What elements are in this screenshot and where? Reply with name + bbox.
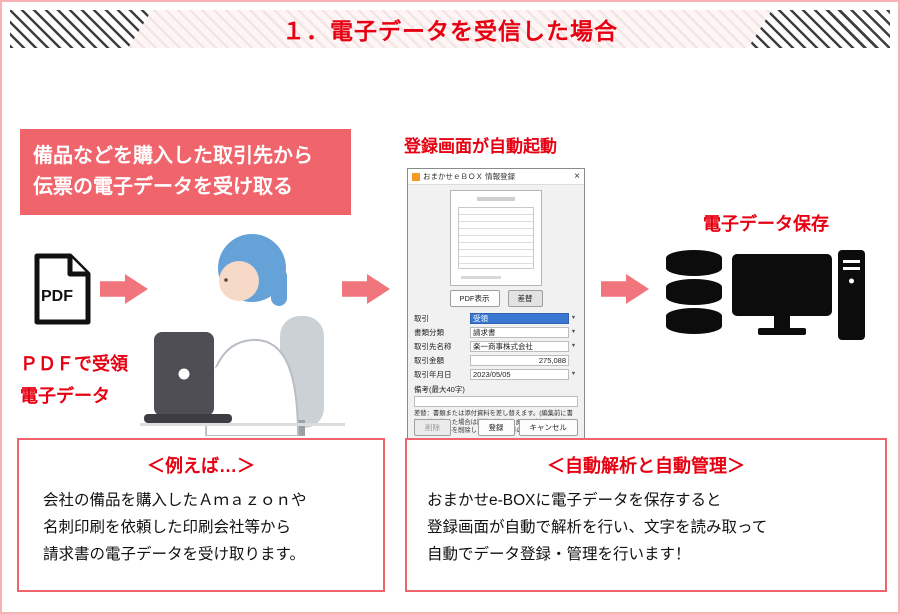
field-label: 書類分類 xyxy=(414,327,444,337)
field-row-transaction: 取引 受領 ▼ xyxy=(414,311,578,325)
field-row-date: 取引年月日 2023/05/05 ▼ xyxy=(414,367,578,381)
dialog-form: 取引 受領 ▼ 書類分類 請求書 ▼ 取引先名称 楽一商事株式会社 ▼ 取引金額… xyxy=(408,311,584,381)
field-label: 取引金額 xyxy=(414,355,444,365)
cancel-button[interactable]: キャンセル xyxy=(518,419,578,436)
database-icon xyxy=(666,250,722,334)
auto-box-text: おまかせe-BOXに電子データを保存すると 登録画面が自動で解析を行い、文字を読… xyxy=(427,487,885,568)
preview-button-row: PDF表示 差替 xyxy=(408,290,584,307)
chevron-down-icon[interactable]: ▼ xyxy=(570,315,577,321)
intro-callout: 備品などを購入した取引先から 伝票の電子データを受け取る xyxy=(20,129,351,215)
arrow-right-icon xyxy=(342,274,390,304)
field-row-amount: 取引金額 275,088 xyxy=(414,353,578,367)
dialog-actions: 削除 登録 キャンセル xyxy=(414,419,578,436)
chevron-down-icon[interactable]: ▼ xyxy=(570,371,577,377)
monitor-icon xyxy=(732,254,832,335)
example-box: ＜例えば…＞ 会社の備品を購入したＡｍａｚｏｎや 名刺印刷を依頼した印刷会社等か… xyxy=(17,438,385,592)
memo-input[interactable] xyxy=(414,396,578,407)
example-box-text: 会社の備品を購入したＡｍａｚｏｎや 名刺印刷を依頼した印刷会社等から 請求書の電… xyxy=(43,487,383,568)
auto-line-1: おまかせe-BOXに電子データを保存すると xyxy=(427,492,722,509)
chevron-down-icon[interactable]: ▼ xyxy=(570,329,577,335)
register-button[interactable]: 登録 xyxy=(477,419,515,436)
field-row-partner: 取引先名称 楽一商事株式会社 ▼ xyxy=(414,339,578,353)
field-label: 取引 xyxy=(414,313,429,323)
dialog-titlebar: おまかせｅＢＯＸ 情報登録 × xyxy=(408,169,584,185)
preview-title-line xyxy=(477,197,515,201)
data-save-label: 電子データ保存 xyxy=(703,214,829,234)
preview-footer-line xyxy=(461,276,501,279)
transaction-select[interactable]: 受領 xyxy=(470,312,569,324)
auto-box-title: ＜自動解析と自動管理＞ xyxy=(547,456,745,476)
preview-table xyxy=(458,207,534,269)
note-line-1: 差替：書類または添付資料を差し替えます。(編集前に書類を差し替えた場合は版数が変… xyxy=(414,410,573,426)
auto-analysis-box: ＜自動解析と自動管理＞ おまかせe-BOXに電子データを保存すると 登録画面が自… xyxy=(405,438,887,592)
auto-launch-label: 登録画面が自動起動 xyxy=(404,137,557,156)
auto-line-2: 登録画面が自動で解析を行い、文字を読み取って xyxy=(427,519,768,537)
pdf-receive-label: ＰＤＦで受領 電子データ xyxy=(20,349,128,412)
delete-button[interactable]: 削除 xyxy=(414,419,451,436)
chevron-down-icon[interactable]: ▼ xyxy=(570,343,577,349)
pdf-view-button[interactable]: PDF表示 xyxy=(449,290,500,307)
field-label: 取引先名称 xyxy=(414,341,452,351)
field-label: 取引年月日 xyxy=(414,369,452,379)
close-icon[interactable]: × xyxy=(574,170,580,182)
replace-button[interactable]: 差替 xyxy=(507,290,543,307)
pdf-icon-text: PDF xyxy=(41,288,73,305)
partner-name-input[interactable]: 楽一商事株式会社 xyxy=(470,340,569,352)
intro-line-1: 備品などを購入した取引先から xyxy=(33,145,313,167)
amount-input[interactable]: 275,088 xyxy=(470,354,569,366)
example-line-3: 請求書の電子データを受け取ります。 xyxy=(43,546,305,564)
pdf-receive-line-2: 電子データ xyxy=(20,385,110,406)
person-illustration xyxy=(140,234,345,436)
pdf-receive-line-1: ＰＤＦで受領 xyxy=(20,354,128,374)
registration-dialog: おまかせｅＢＯＸ 情報登録 × PDF表示 差替 取引 受領 ▼ 書類分類 請求… xyxy=(407,168,585,442)
memo-label: 備考(最大40字) xyxy=(414,385,465,394)
pdf-file-icon: PDF xyxy=(34,253,91,325)
arrow-right-icon xyxy=(601,274,649,304)
example-line-2: 名刺印刷を依頼した印刷会社等から xyxy=(43,519,292,537)
field-row-doc-type: 書類分類 請求書 ▼ xyxy=(414,325,578,339)
auto-line-3: 自動でデータ登録・管理を行います！ xyxy=(427,546,691,564)
intro-line-2: 伝票の電子データを受け取る xyxy=(33,176,293,198)
document-preview xyxy=(450,190,542,286)
section-banner: １．電子データを受信した場合 xyxy=(10,10,890,48)
pc-tower-icon xyxy=(838,250,865,340)
app-icon xyxy=(412,172,420,181)
example-box-title: ＜例えば…＞ xyxy=(147,456,255,476)
example-line-1: 会社の備品を購入したＡｍａｚｏｎや xyxy=(43,492,307,509)
dialog-title: おまかせｅＢＯＸ 情報登録 xyxy=(423,172,516,181)
date-input[interactable]: 2023/05/05 xyxy=(470,368,569,380)
banner-title: １．電子データを受信した場合 xyxy=(282,18,618,44)
doc-type-select[interactable]: 請求書 xyxy=(470,326,569,338)
